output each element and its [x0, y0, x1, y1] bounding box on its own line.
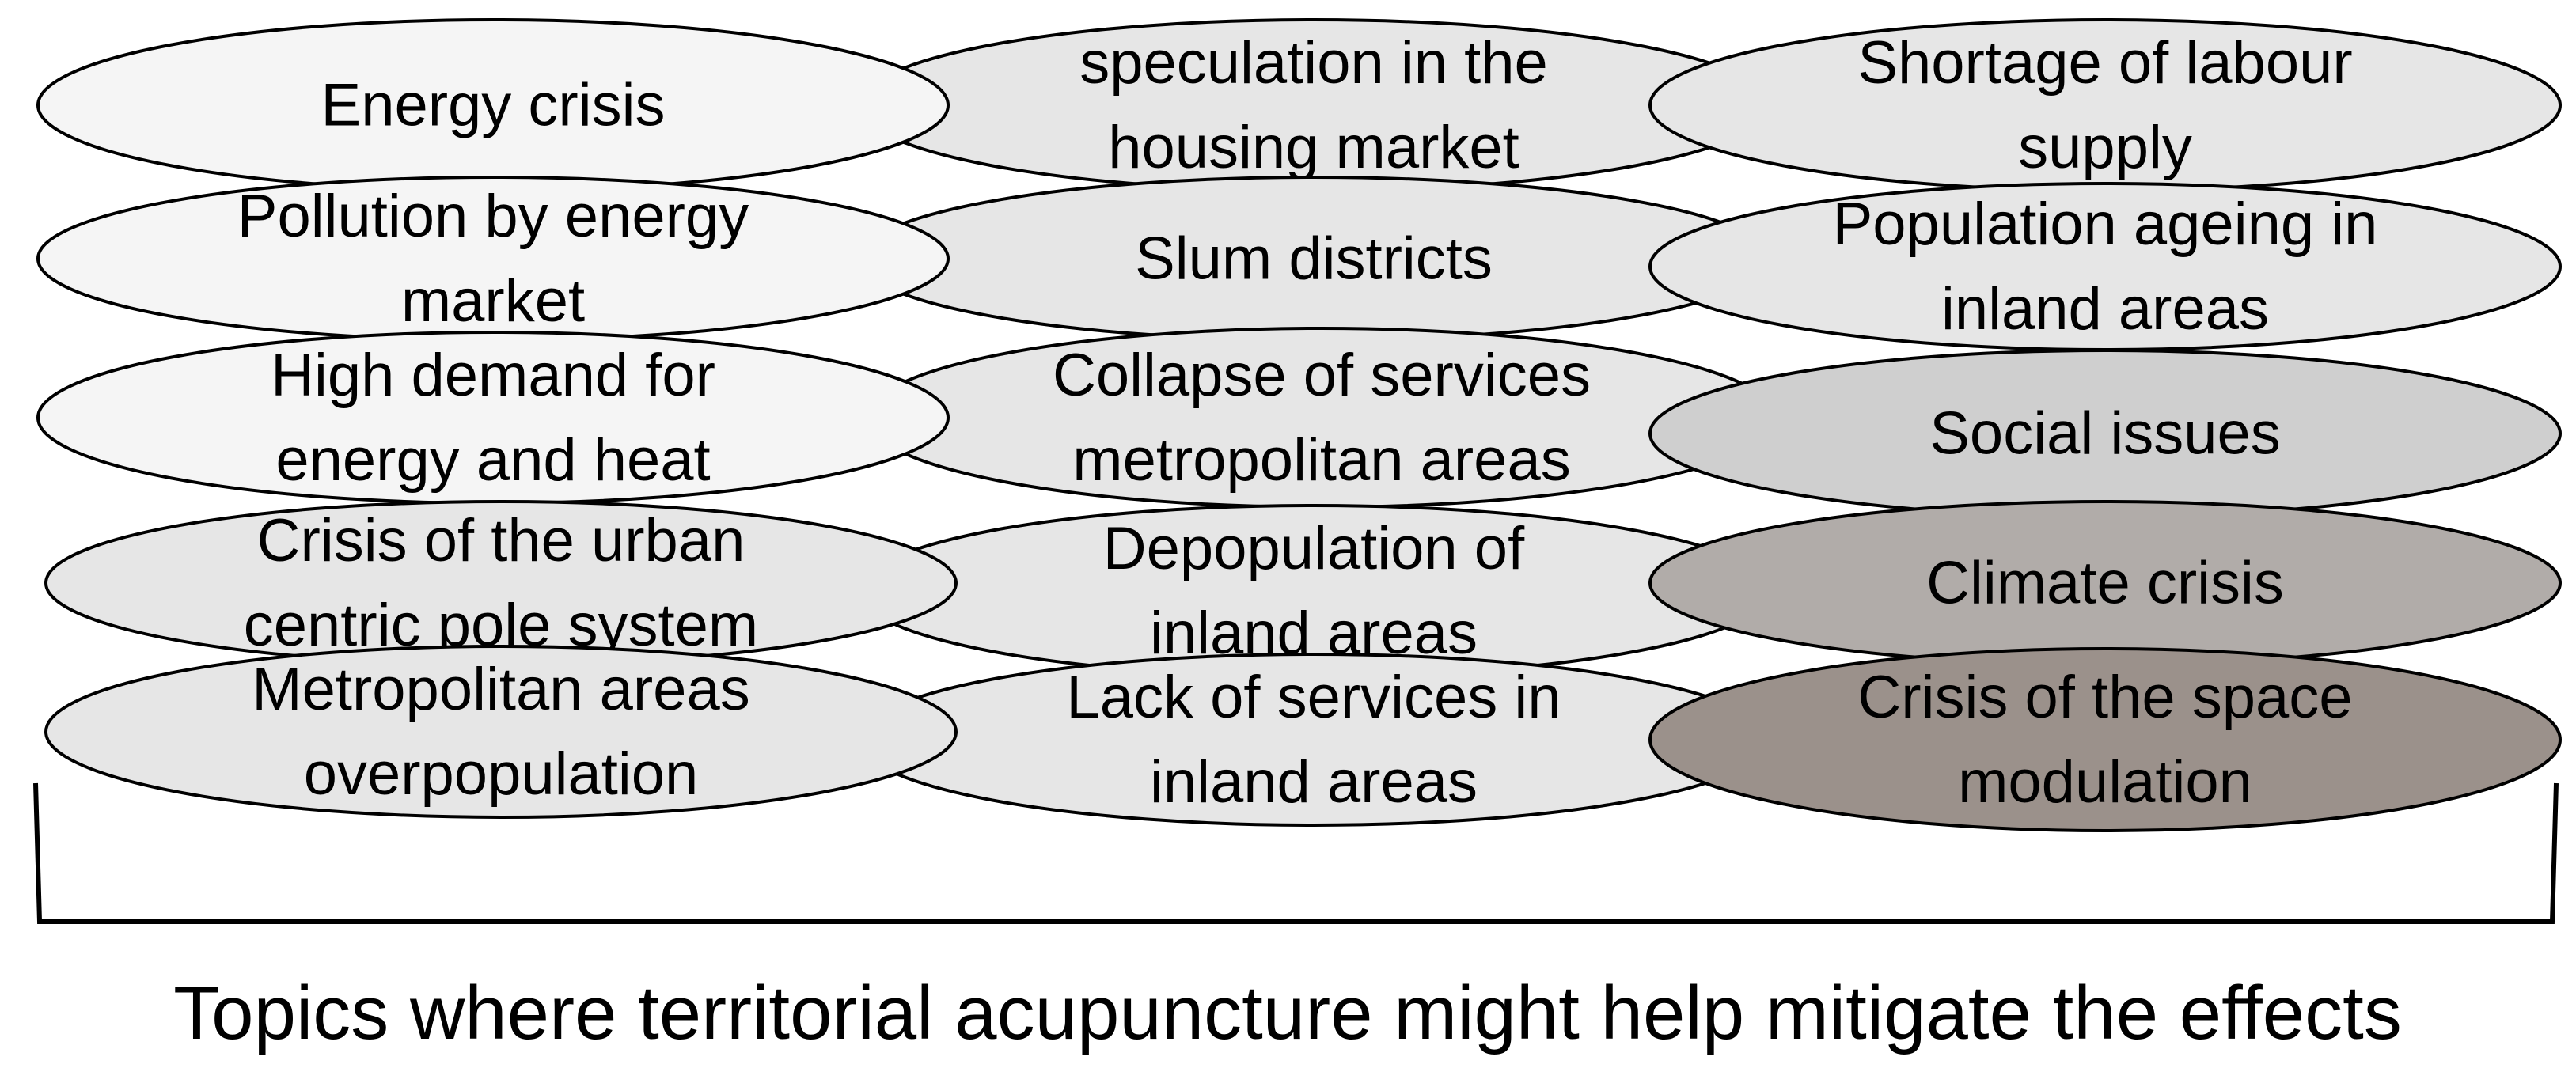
topic-label: speculation in the: [1079, 29, 1548, 97]
topic-oval: Population ageing in inland areas: [1648, 182, 2562, 351]
topic-label: Collapse of services: [1053, 342, 1591, 409]
topic-label: Shortage of labour: [1857, 29, 2352, 97]
topic-label: Energy crisis: [321, 72, 666, 139]
topic-label: modulation: [1958, 748, 2252, 816]
topic-label: supply: [2018, 114, 2192, 181]
topic-label: Depopulation of: [1103, 515, 1525, 582]
topic-oval: Crisis of the space modulation: [1648, 647, 2562, 832]
topic-label: inland areas: [1941, 275, 2269, 343]
topic-label: metropolitan areas: [1072, 426, 1570, 494]
topic-label: Social issues: [1929, 400, 2281, 468]
topic-label: Climate crisis: [1926, 550, 2284, 617]
topic-label: Metropolitan areas: [252, 656, 749, 723]
topic-label: Slum districts: [1135, 225, 1493, 293]
topic-label: inland areas: [1150, 748, 1478, 816]
topic-label: energy and heat: [275, 426, 710, 494]
topic-oval: Slum districts: [857, 176, 1770, 342]
topic-label: market: [401, 267, 585, 335]
topic-ellipse: [1648, 647, 2562, 832]
topic-label: Pollution by energy: [237, 183, 749, 250]
topic-label: overpopulation: [304, 740, 699, 808]
topic-ellipse: [44, 645, 958, 819]
topic-label: Crisis of the space: [1857, 664, 2352, 731]
topic-oval: Collapse of services metropolitan areas: [865, 327, 1778, 509]
topic-oval: Social issues: [1648, 349, 2562, 518]
topic-oval: High demand for energy and heat: [36, 331, 950, 505]
topic-label: Population ageing in: [1833, 191, 2378, 258]
topic-oval: Pollution by energy market: [36, 176, 950, 342]
topic-oval: Energy crisis: [36, 18, 950, 192]
topic-label: Crisis of the urban: [257, 507, 745, 574]
topic-label: Lack of services in: [1066, 664, 1561, 731]
topic-oval: Shortage of labour supply: [1648, 18, 2562, 192]
topic-oval: Metropolitan areas overpopulation: [44, 645, 958, 819]
topic-oval: Climate crisis: [1648, 500, 2562, 666]
grouping-bracket: [33, 782, 2559, 924]
topic-label: housing market: [1108, 114, 1519, 181]
topic-label: High demand for: [271, 342, 715, 409]
topic-oval: Lack of services in inland areas: [857, 653, 1770, 827]
topic-oval: speculation in the housing market: [857, 18, 1770, 192]
caption: Topics where territorial acupuncture mig…: [173, 971, 2402, 1055]
